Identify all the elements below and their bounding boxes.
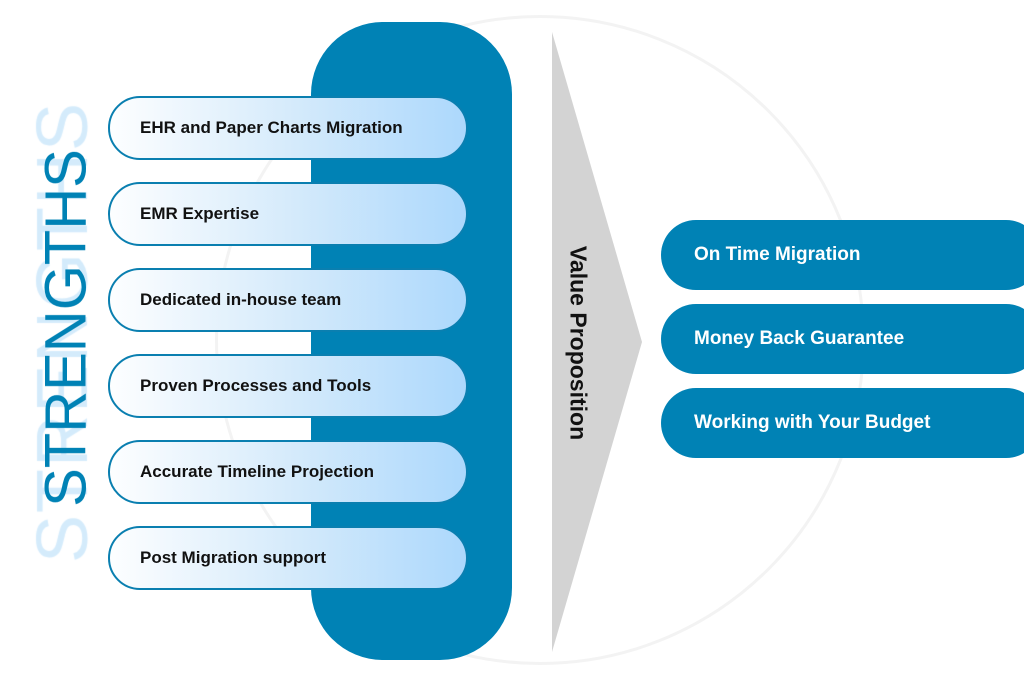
strengths-heading: STRENGTHS bbox=[33, 149, 99, 507]
value-proposition-label: Value Proposition bbox=[565, 245, 592, 441]
strength-item: EMR Expertise bbox=[108, 182, 468, 246]
strength-item: EHR and Paper Charts Migration bbox=[108, 96, 468, 160]
arrow-shape bbox=[552, 32, 642, 652]
value-item: Working with Your Budget bbox=[661, 388, 1024, 458]
value-item: On Time Migration bbox=[661, 220, 1024, 290]
strength-item: Post Migration support bbox=[108, 526, 468, 590]
strength-item: Accurate Timeline Projection bbox=[108, 440, 468, 504]
strength-item: Proven Processes and Tools bbox=[108, 354, 468, 418]
value-item: Money Back Guarantee bbox=[661, 304, 1024, 374]
arrow-icon bbox=[552, 32, 642, 652]
strength-item: Dedicated in-house team bbox=[108, 268, 468, 332]
